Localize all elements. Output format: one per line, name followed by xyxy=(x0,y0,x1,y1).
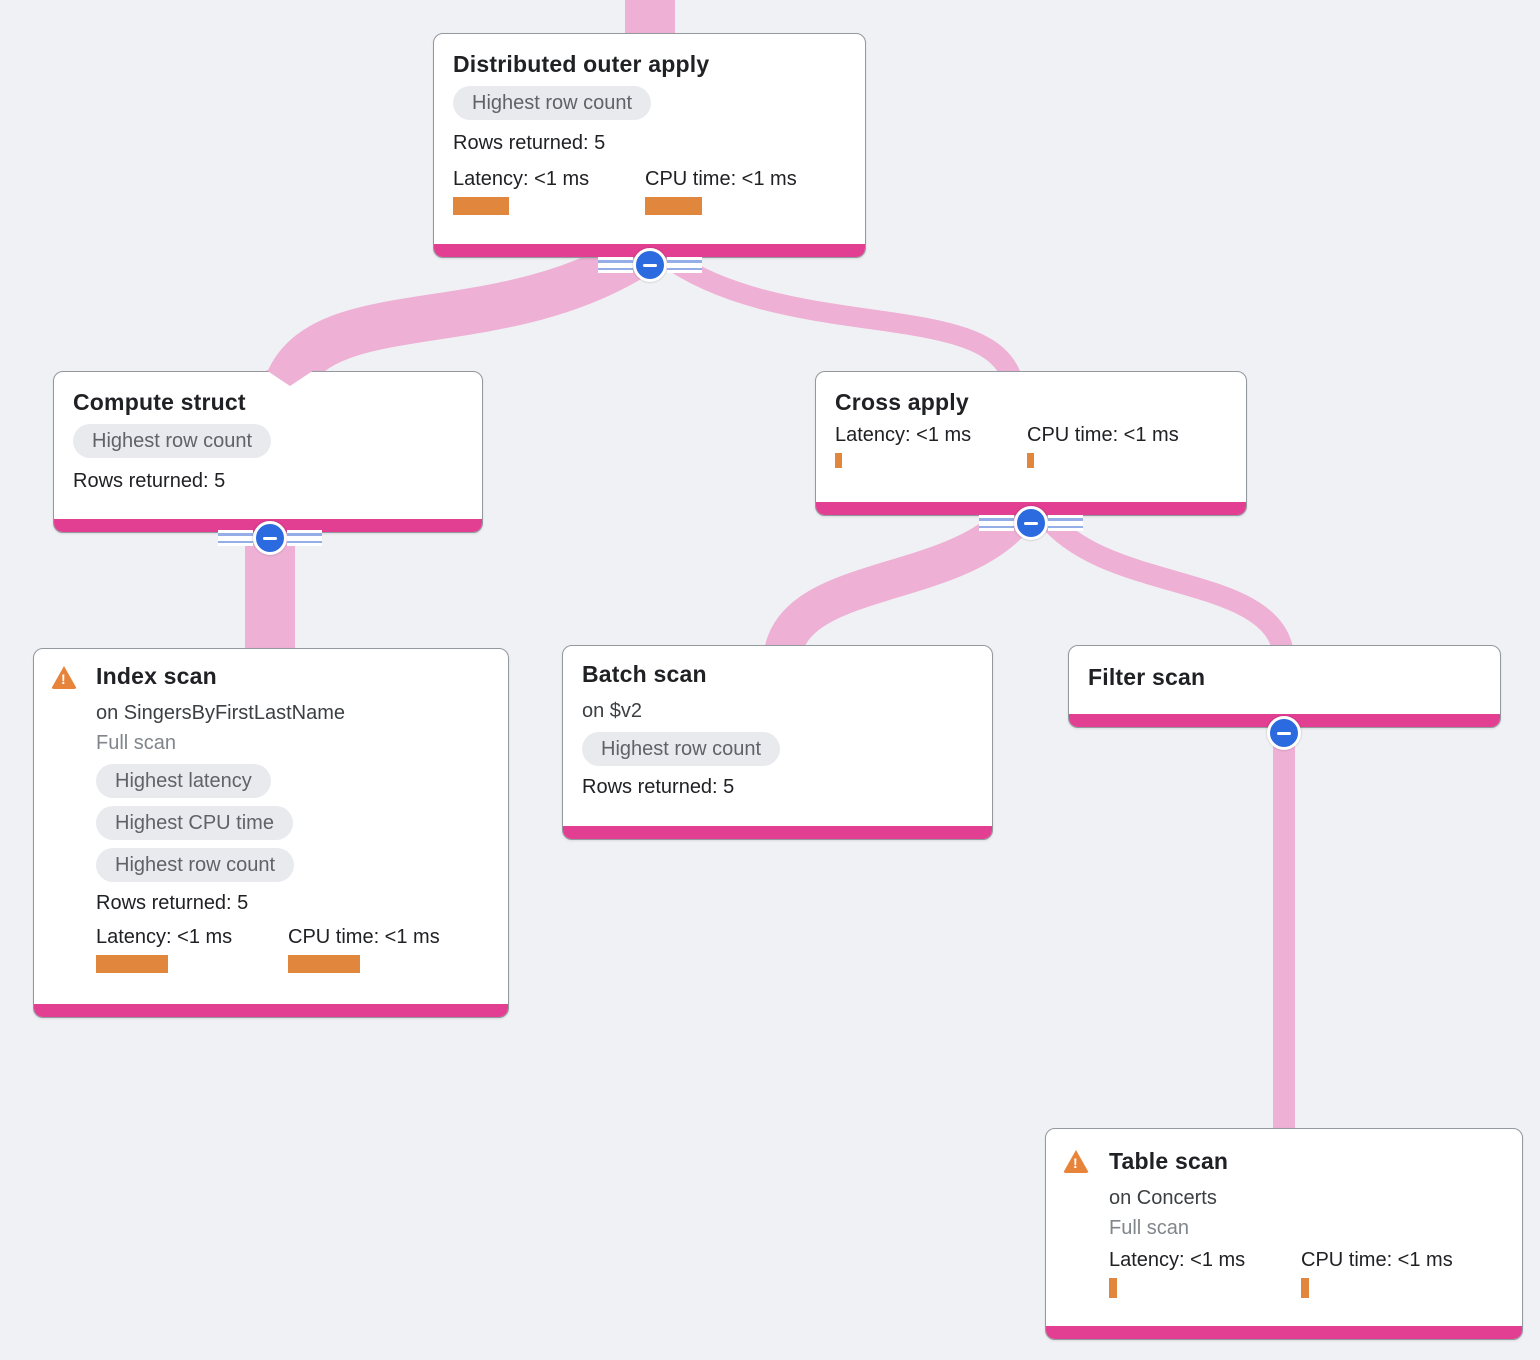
plan-node-filter-scan[interactable]: Filter scan xyxy=(1068,645,1501,728)
collapse-minus-icon[interactable] xyxy=(633,248,667,282)
node-title: Compute struct xyxy=(73,389,246,415)
cpu-time-bar xyxy=(1027,453,1034,468)
plan-node-compute-struct[interactable]: Compute struct Highest row count Rows re… xyxy=(53,371,483,533)
plan-node-index-scan[interactable]: Index scan on SingersByFirstLastName Ful… xyxy=(33,648,509,1018)
plan-node-table-scan[interactable]: Table scan on Concerts Full scan Latency… xyxy=(1045,1128,1523,1340)
node-rows-returned: Rows returned: 5 xyxy=(453,132,606,154)
node-badge: Highest row count xyxy=(453,86,652,120)
node-accent-strip xyxy=(34,1004,508,1017)
plan-node-distributed-outer-apply[interactable]: Distributed outer apply Highest row coun… xyxy=(433,33,866,258)
node-badge: Highest latency xyxy=(96,764,271,798)
collapse-stripe-right xyxy=(1048,515,1083,531)
collapse-button-cross-apply[interactable] xyxy=(979,506,1083,540)
warning-icon xyxy=(51,666,77,689)
node-title: Cross apply xyxy=(835,389,969,415)
collapse-minus-icon[interactable] xyxy=(1014,506,1048,540)
node-title: Filter scan xyxy=(1088,664,1206,690)
node-accent-strip xyxy=(1046,1326,1522,1339)
cpu-time-label: CPU time: <1 ms xyxy=(645,168,797,190)
collapse-button-compute-struct[interactable] xyxy=(218,521,322,555)
collapse-button-distributed-outer-apply[interactable] xyxy=(598,248,702,282)
node-badge: Highest row count xyxy=(96,848,295,882)
collapse-stripe-right xyxy=(667,257,702,273)
node-rows-returned: Rows returned: 5 xyxy=(96,892,249,914)
collapse-stripe-left xyxy=(218,530,253,546)
node-on-label: on SingersByFirstLastName xyxy=(96,702,345,724)
latency-label: Latency: <1 ms xyxy=(835,424,972,446)
edge-cross-apply-to-batch-scan xyxy=(763,503,1031,664)
cpu-time-label: CPU time: <1 ms xyxy=(1301,1249,1453,1271)
node-title: Table scan xyxy=(1109,1148,1229,1174)
collapse-stripe-left xyxy=(598,257,633,273)
cpu-time-bar xyxy=(288,955,360,973)
latency-bar xyxy=(453,197,509,215)
collapse-stripe-right xyxy=(287,530,322,546)
cpu-time-label: CPU time: <1 ms xyxy=(288,926,440,948)
node-title: Distributed outer apply xyxy=(453,51,710,77)
warning-icon xyxy=(1063,1150,1089,1173)
cpu-time-label: CPU time: <1 ms xyxy=(1027,424,1179,446)
latency-label: Latency: <1 ms xyxy=(1109,1249,1246,1271)
node-title: Index scan xyxy=(96,663,217,689)
collapse-button-filter-scan[interactable] xyxy=(1267,716,1301,750)
node-on-label: on Concerts xyxy=(1109,1187,1217,1209)
node-accent-strip xyxy=(563,826,992,839)
node-rows-returned: Rows returned: 5 xyxy=(582,776,735,798)
plan-node-batch-scan[interactable]: Batch scan on $v2 Highest row count Rows… xyxy=(562,645,993,840)
latency-bar xyxy=(835,453,842,468)
cpu-time-bar xyxy=(1301,1278,1309,1298)
node-scan-type: Full scan xyxy=(96,732,177,754)
edge-cross-apply-to-filter-scan xyxy=(1037,509,1295,660)
edge-distributed-outer-apply-to-cross-apply xyxy=(656,245,1023,386)
latency-label: Latency: <1 ms xyxy=(96,926,233,948)
node-on-label: on $v2 xyxy=(582,700,643,722)
node-badge: Highest CPU time xyxy=(96,806,293,840)
edge-distributed-outer-apply-to-compute-struct xyxy=(266,234,651,393)
node-rows-returned: Rows returned: 5 xyxy=(73,470,226,492)
node-badge: Highest row count xyxy=(73,424,272,458)
collapse-stripe-left xyxy=(979,515,1014,531)
latency-label: Latency: <1 ms xyxy=(453,168,590,190)
collapse-minus-icon[interactable] xyxy=(253,521,287,555)
cpu-time-bar xyxy=(645,197,702,215)
node-scan-type: Full scan xyxy=(1109,1217,1190,1239)
collapse-minus-icon[interactable] xyxy=(1267,716,1301,750)
latency-bar xyxy=(1109,1278,1117,1298)
node-badge: Highest row count xyxy=(582,732,781,766)
latency-bar xyxy=(96,955,168,973)
plan-node-cross-apply[interactable]: Cross apply Latency: <1 ms CPU time: <1 … xyxy=(815,371,1247,516)
node-title: Batch scan xyxy=(582,661,707,687)
